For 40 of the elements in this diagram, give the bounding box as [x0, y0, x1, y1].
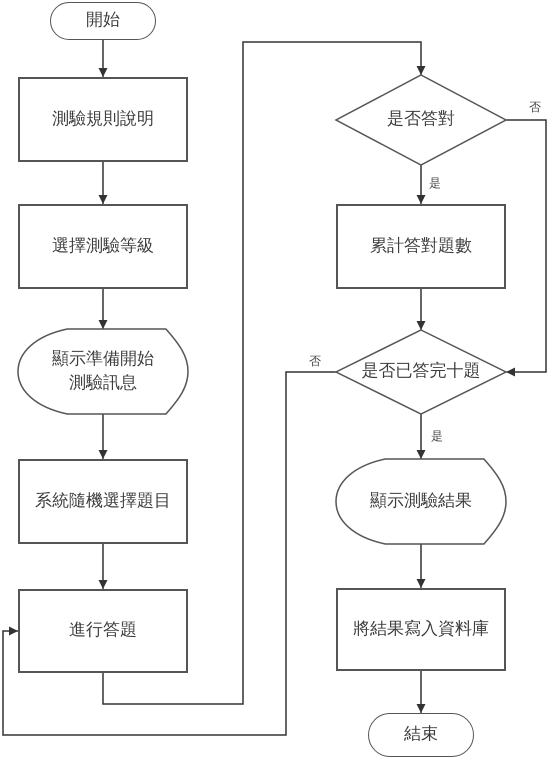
- node-label: 系統隨機選擇題目: [35, 490, 171, 513]
- decision-diamond: [336, 75, 506, 165]
- flow-arrow: [98, 414, 108, 459]
- node-label: 累計答對題數: [370, 234, 472, 258]
- edge-label: 是: [430, 429, 444, 444]
- node-label: 顯示測驗結果: [370, 490, 472, 513]
- process-box: [18, 204, 188, 289]
- process-box: [336, 588, 506, 671]
- node-label: 是否答對: [387, 108, 455, 132]
- terminator-shape: [368, 713, 474, 757]
- display-shape: [18, 329, 188, 414]
- flow-arrow: [416, 544, 426, 588]
- edge-label: 否: [308, 354, 322, 368]
- flow-arrow: [416, 289, 426, 330]
- process-box: [18, 77, 188, 162]
- node-label: 選擇測驗等級: [52, 234, 154, 258]
- edge-label: 是: [428, 176, 442, 190]
- process-box: [18, 589, 188, 673]
- flow-arrow: [98, 162, 108, 204]
- flow-arrow: [416, 165, 426, 204]
- node-label: 測驗規則說明: [52, 108, 154, 131]
- terminator-shape: [50, 2, 156, 40]
- flow-arrow: [416, 671, 426, 713]
- node-label: 將結果寫入資料庫: [353, 618, 489, 641]
- flow-arrow: [2, 371, 336, 736]
- process-box: [18, 459, 188, 544]
- process-box: [336, 204, 506, 289]
- display-shape: [336, 459, 506, 544]
- flow-arrow: [98, 544, 108, 589]
- node-label: 進行答題: [69, 619, 137, 642]
- flow-arrow: [506, 119, 547, 376]
- node-label: 顯示準備開始測驗訊息: [51, 348, 155, 394]
- flow-arrow: [98, 289, 108, 329]
- node-label: 是否已答完十題: [362, 360, 480, 384]
- flow-arrow: [416, 414, 426, 459]
- node-label: 結束: [404, 723, 438, 746]
- edge-label: 否: [528, 100, 542, 114]
- node-label: 開始: [86, 9, 120, 32]
- flow-arrow: [98, 40, 108, 77]
- decision-diamond: [336, 330, 506, 414]
